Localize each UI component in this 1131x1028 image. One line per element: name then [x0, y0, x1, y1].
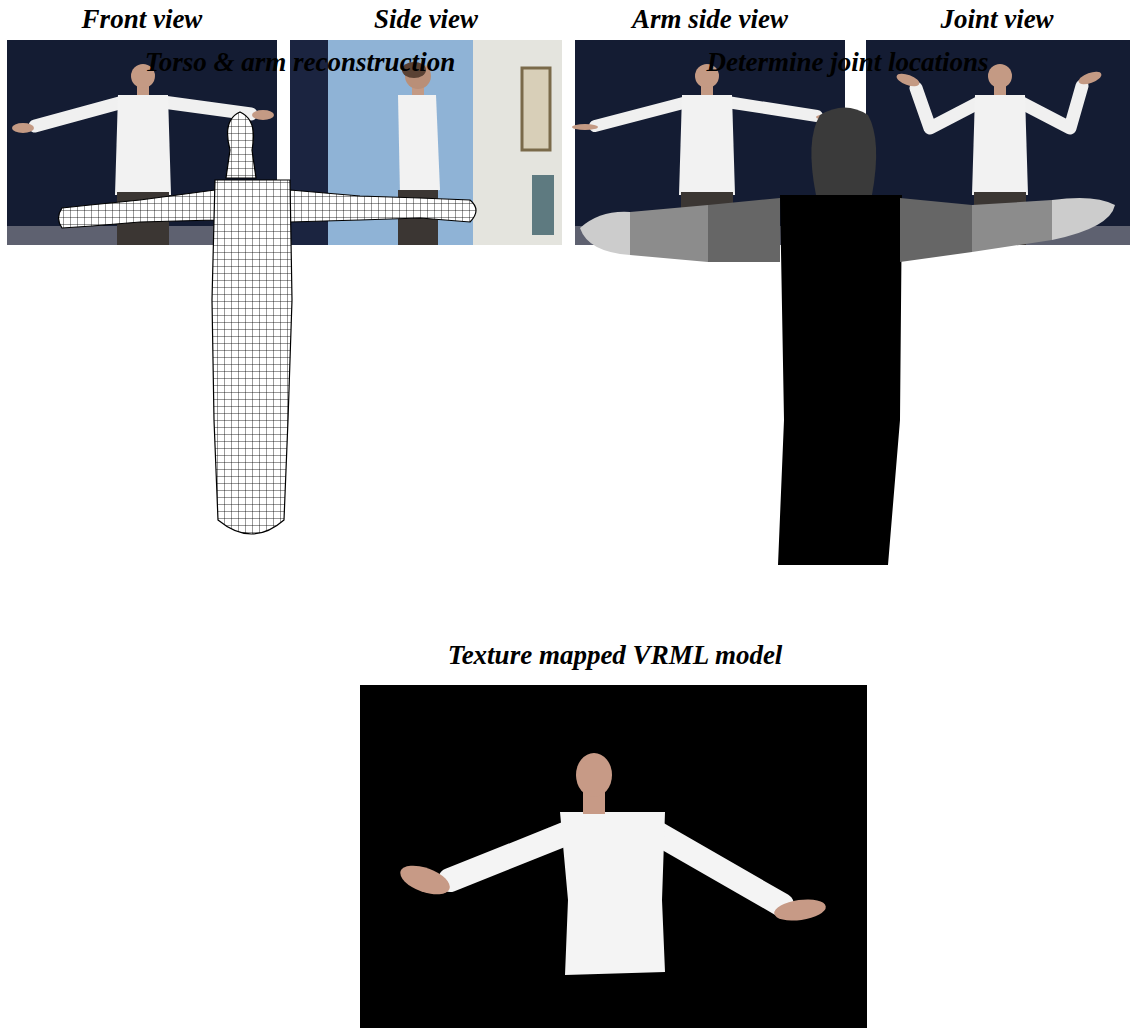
vrml-render — [360, 685, 867, 1028]
panel-heading: Texture mapped VRML model — [300, 640, 930, 670]
wireframe-mesh — [59, 112, 477, 534]
panel-heading: Torso & arm reconstruction — [40, 47, 560, 77]
image-panel: Determine joint locations — [575, 47, 1120, 567]
image-panel: Arm side view — [575, 4, 845, 245]
panel-heading: Front view — [7, 4, 277, 34]
image-panel: Side view — [290, 4, 562, 245]
image-panel: Joint view — [866, 4, 1128, 245]
panel-heading: Arm side view — [575, 4, 845, 34]
image-panel: Texture mapped VRML model — [300, 640, 930, 1028]
panel-heading: Side view — [290, 4, 562, 34]
joint-segments — [580, 108, 1115, 566]
panel-heading: Joint view — [866, 4, 1128, 34]
image-panel: Front view — [7, 4, 277, 245]
image-panel: Torso & arm reconstruction — [40, 47, 560, 552]
panel-heading: Determine joint locations — [575, 47, 1120, 77]
